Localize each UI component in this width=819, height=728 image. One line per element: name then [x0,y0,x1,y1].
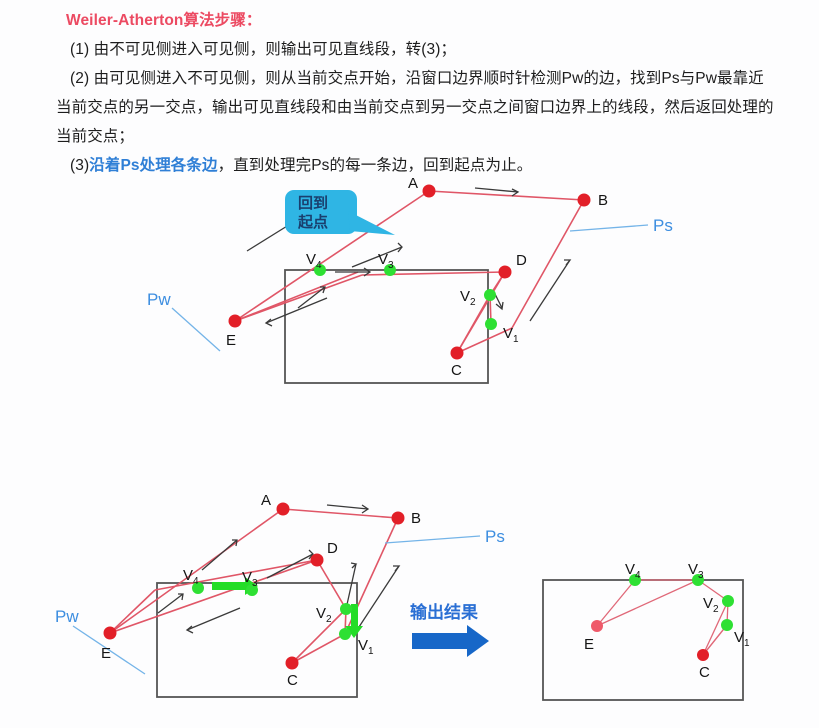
ps-label-figure2: Ps [485,527,505,546]
page-title: Weiler-Atherton算法步骤： [66,12,262,29]
intersection-V1-dot-figure2 [339,628,351,640]
vertex-A-label-figure1: A [408,175,418,192]
pw-leader-line-figure2 [72,625,146,675]
step-3-highlight: 沿着Ps处理各条边 [89,157,218,174]
vertex-B-dot-figure2 [391,511,405,525]
intersection-V3-label-figure1: V3 [378,251,394,271]
direction-arrows-figure1 [246,187,572,327]
intersection-V3-dot-figure2 [246,584,258,596]
vertex-E-label-figure3: E [584,636,594,653]
intersection-V1-dot-figure3 [721,619,733,631]
vertex-C-dot-figure3 [697,649,709,661]
vertex-D-dot-figure1 [498,265,512,279]
vertex-C-dot-figure1 [450,346,464,360]
ps-label-figure1: Ps [653,216,673,235]
intersection-V3-label-figure2: V3 [242,569,258,589]
output-result-group: 输出结果 [410,602,489,657]
vertex-D-label-figure2: D [327,540,338,557]
vertex-A-dot-figure2 [276,502,290,516]
direction-arrows-figure2 [157,504,401,634]
pw-leader-line-figure1 [171,307,221,352]
intersection-V2-label-figure2: V2 [316,605,332,625]
vertex-E-dot-figure2 [103,626,117,640]
intersection-V3-dot-figure1 [384,264,396,276]
step-3-prefix: (3) [70,157,90,174]
intersection-V4-dot-figure2 [192,582,204,594]
callout-bubble-shape [285,190,357,234]
vertex-B-label-figure1: B [598,192,608,209]
callout-line-1: 回到 [298,195,328,212]
intersection-V2-dot-figure1 [484,289,496,301]
ps-leader-line-figure1 [569,224,649,232]
vertex-E-dot-figure3 [591,620,603,632]
figure-1-container: 回到 起点 A B C D E V1 V2 V3 V4 Ps [147,175,673,395]
intersection-V4-label-figure3: V4 [625,561,641,581]
output-result-label: 输出结果 [410,602,478,622]
vertex-B-dot-figure1 [577,193,591,207]
intersection-V3-dot-figure3 [692,574,704,586]
intersection-V4-dot-figure1 [314,264,326,276]
intersection-V1-label-figure1: V1 [503,325,519,345]
step-3-rest: ，直到处理完Ps的每一条边，回到起点为止。 [217,157,533,174]
figure-2-svg: A B C D E V1 V2 V3 V4 Ps Pw 输出结果 [55,492,505,698]
figure-3-svg: E C V1 V2 V3 V4 [542,561,750,701]
intersection-V1-label-figure2: V1 [358,637,374,657]
callout-return-to-start-figure1: 回到 起点 [285,190,395,235]
vertex-E-dot-figure1 [228,314,242,328]
intersection-V3-label-figure3: V3 [688,561,704,581]
vertex-A-dot-figure1 [422,184,436,198]
intersection-V2-dot-figure2 [340,603,352,615]
algorithm-text-block: Weiler-Atherton算法步骤： (1) 由不可见侧进入可见侧，则输出可… [0,0,819,180]
vertex-D-label-figure1: D [516,252,527,269]
figure-3-container: E C V1 V2 V3 V4 [520,545,770,715]
step-2-line-3: 当前交点； [56,128,135,145]
subject-polygon-edges-figure2 [109,508,399,664]
callout-line-2: 起点 [297,214,328,231]
output-result-arrow-icon [412,625,489,657]
green-arrow-v2-to-v1 [345,604,363,638]
vertex-D-dot-figure2 [310,553,324,567]
vertex-E-label-figure2: E [101,645,111,662]
pw-label-figure2: Pw [55,607,79,626]
vertex-C-dot-figure2 [285,656,299,670]
vertex-C-label-figure3: C [699,664,710,681]
clipped-result-edges-figure3 [596,579,729,656]
intersection-V4-dot-figure3 [629,574,641,586]
step-2-line-1: (2) 由可见侧进入不可见侧，则从当前交点开始，沿窗口边界顺时针检测Pw的边，找… [70,70,764,87]
intersection-V1-label-figure3: V1 [734,629,750,649]
intersection-V4-label-figure1: V4 [306,251,322,271]
ps-leader-line-figure2 [384,535,481,544]
step-1-text: (1) 由不可见侧进入可见侧，则输出可见直线段，转(3)； [70,41,457,58]
window-rect-figure2 [156,582,358,698]
vertex-C-label-figure2: C [287,672,298,689]
step-2-line-2: 当前交点的另一交点，输出可见直线段和由当前交点到另一交点之间窗口边界上的线段，然… [56,99,774,116]
intersection-V2-label-figure1: V2 [460,288,476,308]
pw-label-figure1: Pw [147,290,171,309]
figure-2-container: A B C D E V1 V2 V3 V4 Ps Pw 输出结果 [55,478,535,713]
figure-1-svg: 回到 起点 A B C D E V1 V2 V3 V4 Ps [147,175,673,384]
vertex-E-label-figure1: E [226,332,236,349]
subject-polygon-edges-figure1 [234,190,585,354]
intersection-V2-label-figure3: V2 [703,595,719,615]
intersection-V1-dot-figure1 [485,318,497,330]
vertex-A-label-figure2: A [261,492,271,509]
vertex-B-label-figure2: B [411,510,421,527]
intersection-V2-dot-figure3 [722,595,734,607]
callout-tail [348,211,395,235]
step-3-text: (3)沿着Ps处理各条边，直到处理完Ps的每一条边，回到起点为止。 [8,151,811,180]
vertex-C-label-figure1: C [451,362,462,379]
intersection-V4-label-figure2: V4 [183,567,199,587]
